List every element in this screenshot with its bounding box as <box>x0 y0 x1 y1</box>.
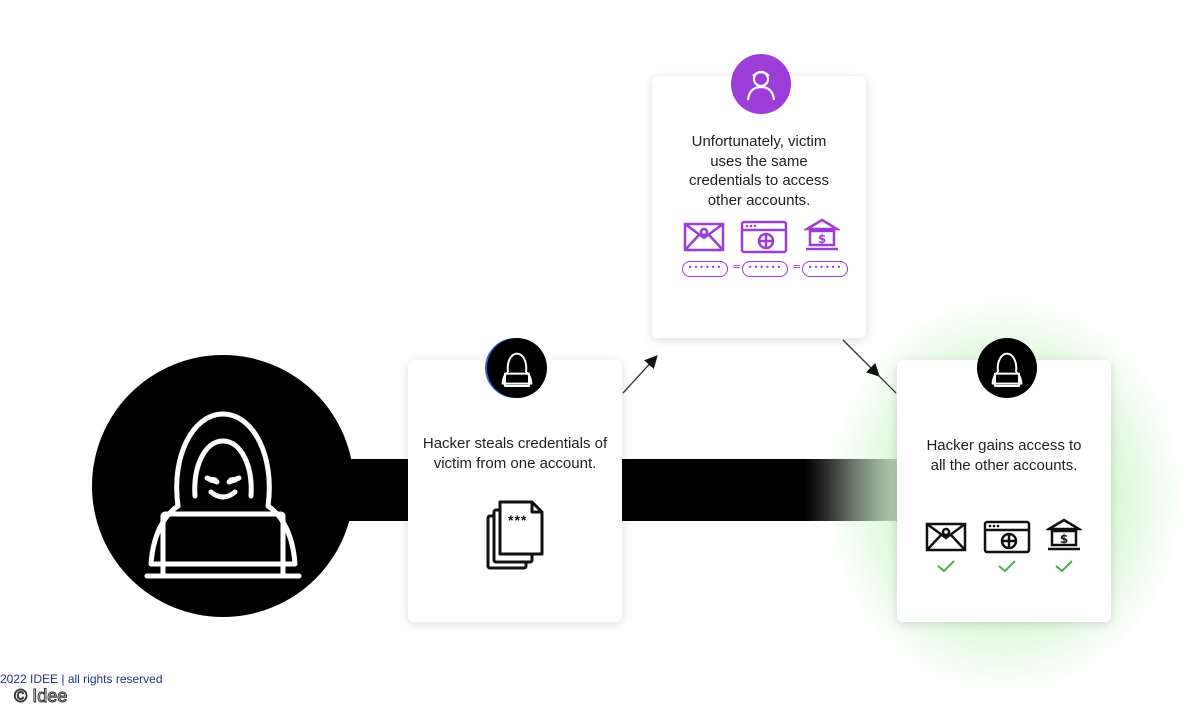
hacker-avatar-steal <box>487 338 547 398</box>
svg-text:$: $ <box>1060 532 1068 546</box>
card-steal-credentials: Hacker steals credentials of victim from… <box>408 360 622 622</box>
documents-mask: *** <box>508 512 528 528</box>
password-field-browser: •••••• <box>742 261 788 277</box>
equals-sign-1: = <box>732 260 742 273</box>
victim-avatar <box>731 54 791 114</box>
card-victim: Unfortunately, victim uses the same cred… <box>652 76 866 338</box>
hacker-avatar-access <box>977 338 1037 398</box>
steal-text: Hacker steals credentials of victim from… <box>422 435 608 472</box>
password-field-mail: •••••• <box>682 261 728 277</box>
arrow-to-victim <box>622 355 658 394</box>
mail-icon <box>925 522 967 552</box>
browser-icon <box>740 220 788 254</box>
card-gain-access: Hacker gains access to all the other acc… <box>897 360 1111 622</box>
documents-icon <box>486 500 544 570</box>
mail-icon <box>683 222 725 252</box>
access-text: Hacker gains access to all the other acc… <box>926 437 1082 474</box>
arrow-to-access-tail <box>877 374 897 394</box>
bank-icon: $ <box>1046 518 1082 551</box>
brand-watermark: © Idee <box>13 686 68 707</box>
browser-icon <box>983 520 1031 554</box>
hacker-icon <box>501 352 533 387</box>
check-icon <box>1055 560 1073 573</box>
password-field-bank: •••••• <box>802 261 848 277</box>
check-icon <box>937 560 955 573</box>
hacker-large-avatar <box>92 355 354 617</box>
victim-icon <box>746 70 776 101</box>
bank-icon: $ <box>804 218 840 251</box>
arrow-to-access <box>842 339 880 377</box>
copyright-text: 2022 IDEE | all rights reserved <box>0 672 163 686</box>
svg-text:$: $ <box>818 232 826 246</box>
equals-sign-2: = <box>792 260 802 273</box>
check-icon <box>998 560 1016 573</box>
hacker-icon <box>991 352 1023 387</box>
victim-text: Unfortunately, victim uses the same cred… <box>688 133 830 209</box>
hacker-icon <box>144 411 302 579</box>
